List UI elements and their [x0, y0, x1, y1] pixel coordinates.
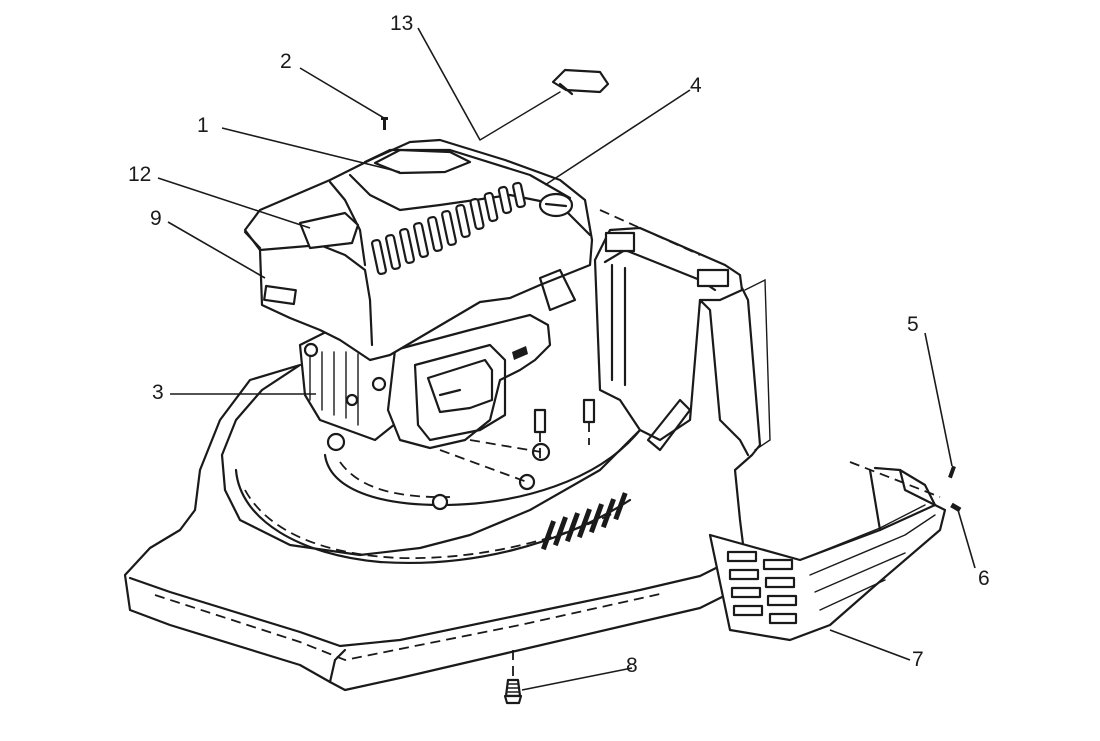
callout-6: 6 [978, 567, 990, 590]
callout-5: 5 [907, 313, 919, 336]
top-label-panel [373, 148, 472, 175]
leader-13 [417, 27, 481, 141]
callout-1: 1 [197, 114, 209, 137]
side-label-9 [263, 284, 297, 306]
leader-12 [157, 177, 311, 229]
leader-1 [221, 127, 401, 173]
rear-frame [593, 209, 771, 457]
callout-numbers: 1 2 3 4 5 6 7 8 9 12 13 [128, 12, 990, 677]
leader-9 [167, 221, 266, 279]
engine-cover [243, 138, 594, 362]
callout-9: 9 [150, 207, 162, 230]
engine-assembly [243, 68, 610, 460]
callout-13: 13 [390, 12, 413, 35]
callout-8: 8 [626, 654, 638, 677]
callout-2: 2 [280, 50, 292, 73]
leader-4 [544, 89, 691, 186]
callout-3: 3 [152, 381, 164, 404]
leader-5 [924, 332, 953, 467]
leader-6 [957, 509, 976, 569]
leader-7 [829, 629, 911, 661]
callout-4: 4 [690, 74, 702, 97]
callout-7: 7 [912, 648, 924, 671]
screw-6 [950, 502, 962, 513]
guard-slots [726, 504, 936, 625]
callout-12: 12 [128, 163, 151, 186]
screw-5 [948, 465, 956, 479]
starter-handle-13 [479, 68, 610, 141]
screw-2 [381, 117, 388, 130]
deck-vent-grille [540, 492, 628, 551]
leader-2 [299, 67, 385, 119]
bolt-8 [503, 650, 523, 705]
rear-guard-7 [708, 461, 947, 642]
front-label-12 [298, 211, 360, 250]
leader-8 [521, 667, 633, 691]
cover-vent-slots [371, 181, 526, 276]
leader-lines [157, 27, 976, 691]
